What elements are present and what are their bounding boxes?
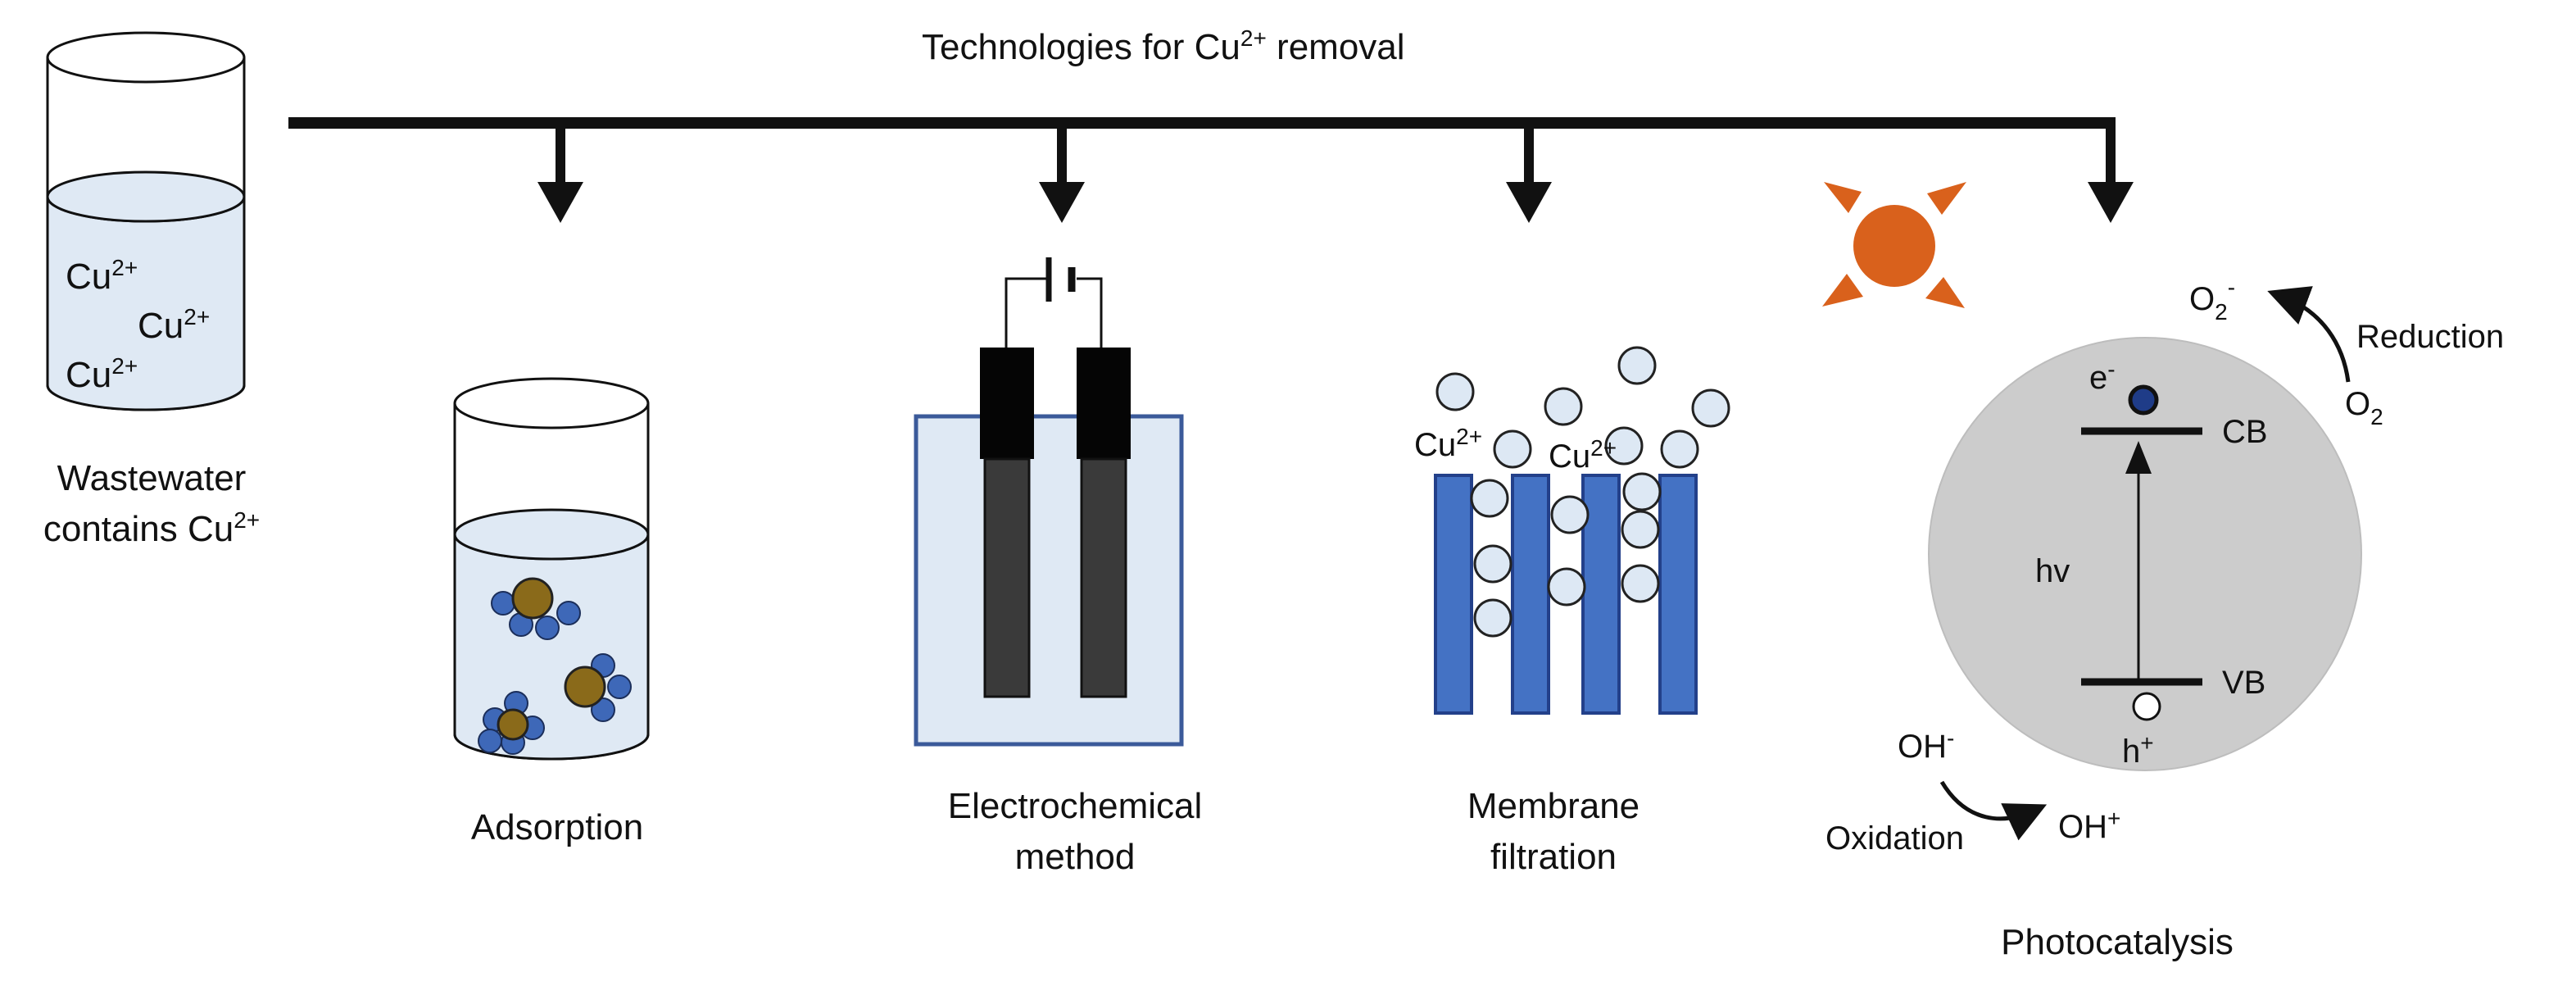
reduction-reaction: O2- Reduction O2 (2189, 275, 2504, 429)
electron-label: e- (2089, 357, 2116, 396)
ion-bubble (1604, 426, 1644, 466)
ion-bubble (1544, 387, 1583, 426)
wastewater-ion-label: Cu2+ (66, 353, 138, 395)
membrane-strip (1434, 474, 1473, 715)
arrow-to-electrochemical (1039, 123, 1085, 223)
cb-label: CB (2222, 414, 2268, 450)
ion-bubble (1621, 564, 1660, 603)
ion-bubble (1435, 372, 1475, 411)
membrane-ion-label: Cu2+ (1549, 435, 1617, 475)
electrode-left (980, 348, 1034, 698)
vb-label: VB (2222, 665, 2265, 701)
arrow-to-photocatalysis (2088, 123, 2134, 223)
hydroxide-label: OH- (1898, 725, 1954, 765)
membrane-label: Membrane (1467, 786, 1639, 826)
adsorption-label: Adsorption (471, 807, 643, 847)
arrow-to-membrane (1506, 123, 1552, 223)
wastewater-ion-label: Cu2+ (66, 255, 138, 297)
membrane-ion-label: Cu2+ (1414, 424, 1482, 463)
wastewater-ion-label: Cu2+ (138, 304, 210, 346)
membrane-strip (1511, 474, 1550, 715)
superoxide-label: O2- (2189, 275, 2235, 325)
ion-bubble (1547, 567, 1586, 607)
oxidation-arrow (1939, 780, 2048, 841)
battery-icon (1005, 257, 1103, 348)
ion-bubble (1660, 429, 1699, 469)
sun-icon (1822, 182, 1966, 308)
hydroxyl-radical-label: OH+ (2058, 806, 2120, 845)
electrochemical-label: Electrochemical (948, 786, 1203, 826)
electrode-right (1077, 348, 1131, 698)
adsorbent-particle (491, 577, 581, 640)
membrane-filter: Cu2+ Cu2+ (1414, 346, 1730, 715)
electrolyte-tank (914, 414, 1184, 747)
oxidation-reaction: OH- OH+ Oxidation (1825, 725, 2120, 856)
ion-bubble (1622, 472, 1662, 511)
wastewater-label: Wastewater (57, 458, 247, 498)
hole-label: h+ (2122, 730, 2154, 770)
arrow-to-adsorption (537, 123, 583, 223)
hole-dot (2132, 692, 2161, 721)
ion-bubble (1473, 598, 1512, 638)
wastewater-beaker: Cu2+ Cu2+ Cu2+ (46, 31, 246, 411)
oxygen-label: O2 (2345, 386, 2383, 429)
photocatalyst-particle: e- CB VB hv h+ (1928, 337, 2362, 771)
adsorption-liquid (453, 534, 650, 761)
hv-label: hv (2035, 553, 2070, 589)
electrochemical-cell (914, 257, 1184, 747)
electron-dot (2128, 384, 2159, 416)
ion-bubble (1621, 510, 1660, 549)
ion-bubble (1550, 495, 1590, 534)
reduction-label: Reduction (2356, 319, 2504, 355)
ion-bubble (1691, 388, 1730, 428)
wastewater-label-line2: contains Cu2+ (43, 507, 260, 549)
adsorbent-particle (478, 691, 545, 755)
adsorption-beaker (453, 377, 650, 761)
ion-bubble (1473, 544, 1512, 584)
electrochemical-label-line2: method (1015, 837, 1136, 877)
membrane-label-line2: filtration (1490, 837, 1617, 877)
reduction-arrow (2267, 286, 2351, 383)
ion-bubble (1493, 429, 1532, 469)
oxidation-label: Oxidation (1825, 820, 1964, 856)
diagram-title: Technologies for Cu2+ removal (922, 25, 1405, 67)
photocatalysis-label: Photocatalysis (2001, 922, 2234, 962)
ion-bubble (1617, 346, 1657, 385)
adsorbent-particle (564, 653, 632, 722)
membrane-strip (1658, 474, 1698, 715)
branch-connector (288, 117, 2134, 223)
ion-bubble (1470, 479, 1509, 518)
